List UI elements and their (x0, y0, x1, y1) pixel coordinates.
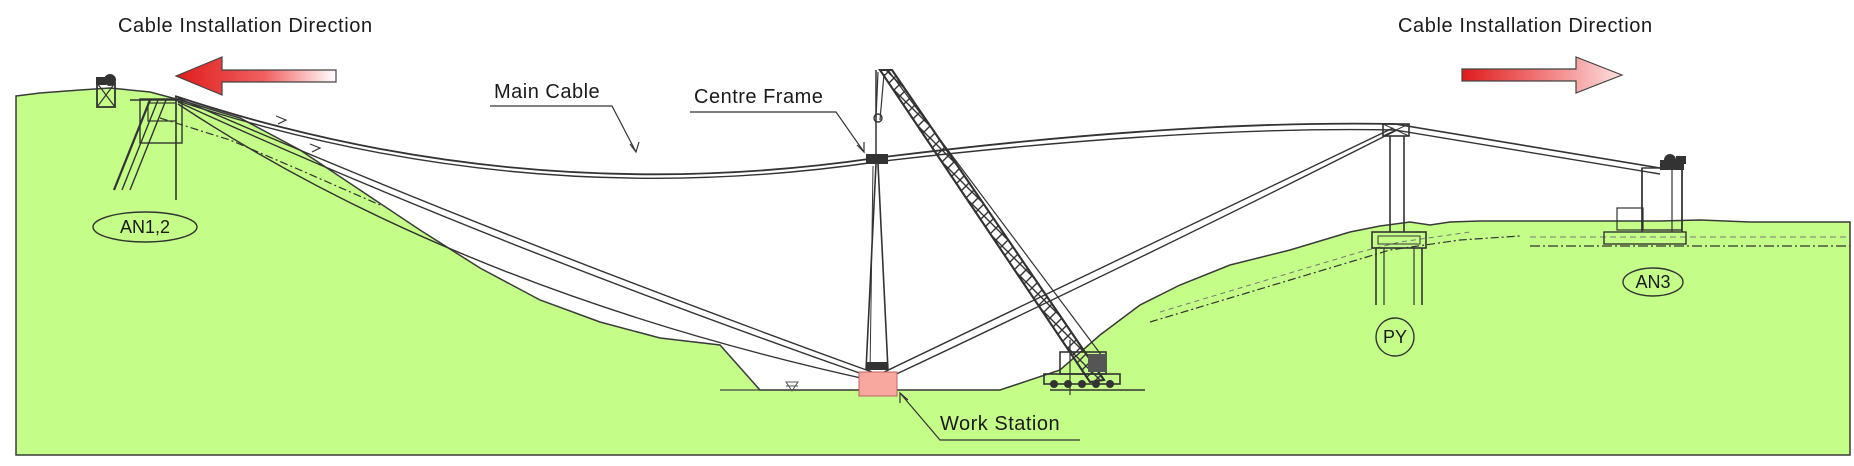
anchor-left-structure (96, 74, 183, 200)
anchor-right-label: AN3 (1635, 272, 1670, 292)
centre-frame-label: Centre Frame (694, 86, 823, 108)
centre-frame-leader (690, 111, 865, 153)
anchor-right-structure (1603, 154, 1687, 245)
centre-frame-leader-arrow (856, 142, 865, 154)
work-station-leader (899, 392, 1080, 441)
cable-arrow-1 (275, 115, 288, 125)
anchor-left-label: AN1,2 (120, 217, 170, 237)
anchor-left-badge: AN1,2 (92, 211, 198, 243)
work-station-label: Work Station (940, 413, 1060, 435)
anchor-right-badge: AN3 (1622, 267, 1684, 297)
pylon (1371, 123, 1427, 305)
pylon-label: PY (1383, 327, 1407, 347)
main-cable-leader (490, 105, 637, 153)
slope-dashline (1149, 235, 1521, 323)
direction-label-left: Cable Installation Direction (118, 15, 373, 37)
direction-label-right: Cable Installation Direction (1398, 15, 1653, 37)
tracking-cables (177, 97, 1398, 381)
main-cable-label: Main Cable (494, 81, 600, 103)
cable-arrow-2 (309, 143, 322, 153)
main-cable-leader-arrow (629, 141, 640, 154)
ground-terrain (15, 87, 1851, 456)
left-slope-dashline (159, 117, 381, 206)
main-cable (174, 95, 1661, 179)
slope-dashline-2 (1159, 231, 1471, 313)
direction-arrow-right (1461, 56, 1624, 94)
direction-arrow-left (174, 56, 337, 96)
centre-frame (865, 70, 889, 373)
pylon-badge: PY (1375, 317, 1415, 357)
work-station (858, 371, 898, 397)
work-station-leader-arrow (899, 391, 909, 403)
crawler-crane (873, 69, 1145, 395)
